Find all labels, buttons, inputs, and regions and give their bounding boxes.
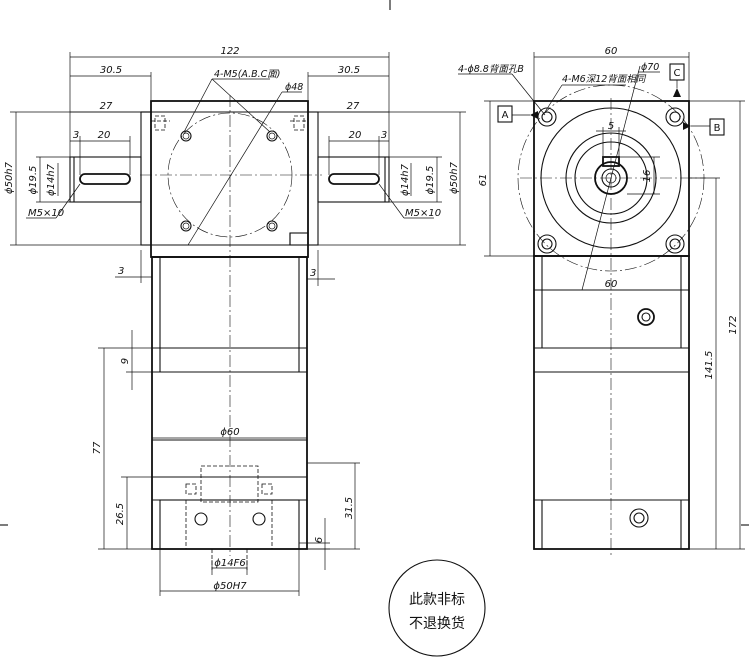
side-dimensions: 60 4-ϕ8.8背面孔B 4-M6深12背面相同 ϕ70 5 16 61 60… bbox=[458, 46, 745, 550]
dim-phi50-left: ϕ50h7 bbox=[4, 161, 15, 194]
stamp-line-2: 不退换货 bbox=[409, 615, 465, 632]
dim-phi19-left: ϕ19.5 bbox=[28, 166, 39, 195]
dim-27-left: 27 bbox=[100, 101, 113, 112]
dim-172: 172 bbox=[728, 315, 739, 334]
gearbox-head bbox=[150, 100, 309, 258]
dim-phi14-right: ϕ14h7 bbox=[400, 163, 411, 196]
drain-plug bbox=[629, 508, 649, 528]
dim-5: 5 bbox=[608, 121, 614, 132]
note-4-phi8-8: 4-ϕ8.8背面孔B bbox=[458, 64, 524, 75]
dim-141-5: 141.5 bbox=[704, 351, 715, 380]
right-shaft bbox=[317, 156, 390, 203]
mounting-holes bbox=[180, 130, 278, 232]
side-body bbox=[533, 255, 690, 550]
dim-phi14f6: ϕ14F6 bbox=[214, 558, 245, 569]
dim-26-5: 26.5 bbox=[115, 503, 126, 525]
dim-122: 122 bbox=[220, 46, 239, 57]
dim-60-base: 60 bbox=[605, 279, 618, 290]
svg-text:A: A bbox=[502, 110, 509, 121]
dim-61: 61 bbox=[478, 174, 489, 187]
dim-16: 16 bbox=[642, 170, 653, 183]
dim-phi48: ϕ48 bbox=[285, 82, 303, 93]
thread-right: M5×10 bbox=[405, 208, 441, 219]
dim-77: 77 bbox=[92, 441, 103, 454]
note-4-m5: 4-M5(A.B.C面) bbox=[214, 69, 281, 80]
front-view bbox=[69, 95, 390, 570]
datum-a: A bbox=[497, 105, 538, 123]
dim-60-top: 60 bbox=[605, 46, 618, 57]
thread-left: M5×10 bbox=[28, 208, 64, 219]
vent-plug bbox=[637, 308, 655, 326]
dim-phi60: ϕ60 bbox=[220, 427, 239, 438]
dim-9: 9 bbox=[120, 358, 131, 364]
note-4-m6: 4-M6深12背面相同 bbox=[562, 74, 647, 85]
datum-c: C bbox=[669, 63, 685, 97]
dim-3-gap-right: 3 bbox=[310, 268, 316, 279]
dim-phi50h7-bottom: ϕ50H7 bbox=[213, 581, 247, 592]
dim-20-left: 20 bbox=[98, 130, 111, 141]
gear-body bbox=[151, 256, 308, 550]
svg-text:B: B bbox=[714, 123, 721, 134]
dim-20-right: 20 bbox=[349, 130, 362, 141]
dim-3-left: 3 bbox=[73, 130, 79, 141]
dim-30-5-left: 30.5 bbox=[100, 65, 122, 76]
side-view bbox=[517, 65, 706, 556]
left-shaft bbox=[69, 156, 142, 203]
stamp-line-1: 此款非标 bbox=[409, 592, 465, 608]
dim-phi19-right: ϕ19.5 bbox=[425, 166, 436, 195]
svg-text:C: C bbox=[674, 68, 681, 79]
dim-6: 6 bbox=[314, 537, 325, 543]
side-holes bbox=[537, 107, 685, 254]
front-dimensions: 122 30.5 30.5 27 27 3 20 20 3 ϕ50h7 ϕ19.… bbox=[4, 46, 466, 596]
dim-30-5-right: 30.5 bbox=[338, 65, 360, 76]
dim-phi14-left: ϕ14h7 bbox=[46, 163, 57, 196]
dim-phi50-right: ϕ50h7 bbox=[449, 161, 460, 194]
dim-3-gap-left: 3 bbox=[118, 266, 124, 277]
dim-phi70: ϕ70 bbox=[641, 62, 659, 73]
dim-31-5: 31.5 bbox=[344, 497, 355, 519]
non-standard-stamp: 此款非标 不退换货 bbox=[388, 559, 486, 657]
dim-27-right: 27 bbox=[347, 101, 360, 112]
datum-b: B bbox=[683, 118, 725, 136]
dim-3-right: 3 bbox=[381, 130, 387, 141]
